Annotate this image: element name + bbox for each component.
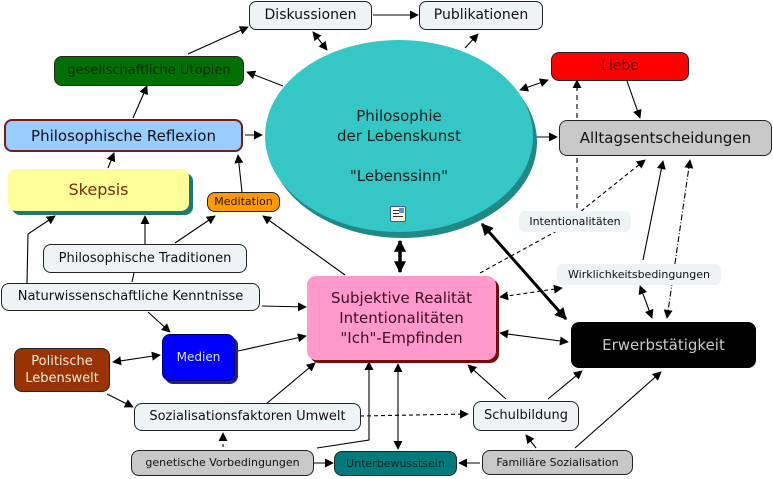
- central-line-3: [265, 146, 533, 166]
- node-publikationen-label: Publikationen: [433, 7, 529, 24]
- node-natur[interactable]: Naturwissenschaftliche Kenntnisse: [1, 283, 260, 311]
- node-genetik-label: genetische Vorbedingungen: [145, 456, 300, 470]
- node-sozial-label: Sozialisationsfaktoren Umwelt: [149, 409, 346, 425]
- edge-liebe-alltag: [626, 80, 642, 119]
- edge-alltag-erwerb: [663, 159, 694, 319]
- edge-schule-subjektiv: [467, 364, 507, 400]
- edge-meditation-reflexion: [234, 154, 244, 193]
- node-traditionen[interactable]: Philosophische Traditionen: [43, 244, 247, 273]
- node-familie-label: Familiäre Sozialisation: [496, 455, 619, 469]
- central-node-body: [265, 40, 533, 232]
- node-meditation-label: Meditation: [214, 195, 273, 209]
- edge-schule-erwerb: [547, 370, 583, 400]
- node-subjektiv-line-2: Intentionalitäten: [339, 309, 464, 327]
- edge-diskussionen-central: [312, 31, 328, 51]
- node-medien-label: Medien: [176, 350, 221, 365]
- node-subjektiv-line-3: "Ich"-Empfinden: [340, 329, 463, 347]
- edge-genetik-subjektiv: [316, 361, 374, 449]
- central-node-text: Philosophie der Lebenskunst "Lebenssinn": [265, 106, 533, 186]
- node-reflexion[interactable]: Philosophische Reflexion: [4, 119, 243, 152]
- node-politik-line-1: Politische: [31, 354, 93, 369]
- document-image-icon[interactable]: [390, 206, 406, 222]
- node-meditation[interactable]: Meditation: [207, 192, 280, 212]
- node-liebe-label: Liebe: [601, 58, 639, 75]
- node-alltag-label: Alltagsentscheidungen: [579, 129, 752, 147]
- node-alltag[interactable]: Alltagsentscheidungen: [559, 120, 772, 156]
- edge-central-erwerb: [480, 223, 568, 320]
- edge-politik-sozial: [106, 393, 134, 408]
- node-skepsis[interactable]: Skepsis: [8, 169, 189, 211]
- edge-central-utopien: [246, 70, 284, 87]
- node-unterbewusstsein[interactable]: Unterbewusstsein: [334, 451, 457, 476]
- link-label-wirklichkeit-text: Wirklichkeitsbedingungen: [568, 268, 710, 281]
- edge-familie-erwerb: [574, 371, 662, 449]
- node-familiaere-sozialisation[interactable]: Familiäre Sozialisation: [482, 450, 633, 475]
- node-natur-label: Naturwissenschaftliche Kenntnisse: [17, 289, 244, 305]
- edge-natur-subjektiv: [261, 302, 307, 312]
- link-label-intentionalitaeten-text: Intentionalitäten: [529, 215, 621, 228]
- node-subjektive-realitaet[interactable]: Subjektive Realität Intentionalitäten "I…: [307, 276, 496, 360]
- edge-sozial-schule: [359, 409, 469, 419]
- node-liebe[interactable]: Liebe: [551, 52, 689, 81]
- node-utopien-label: gesellschaftliche Utopien: [67, 63, 231, 79]
- link-label-intentionalitaeten: Intentionalitäten: [519, 211, 631, 232]
- edge-traditionen-meditation: [174, 215, 216, 244]
- node-utopien[interactable]: gesellschaftliche Utopien: [54, 56, 244, 86]
- node-politik-line-2: Lebenswelt: [25, 371, 99, 386]
- node-politische-lebenswelt[interactable]: Politische Lebenswelt: [14, 348, 110, 392]
- edge-subjektiv-meditation: [262, 215, 346, 276]
- node-subjektiv-line-1: Subjektive Realität: [330, 289, 472, 307]
- link-label-wirklichkeitsbedingungen: Wirklichkeitsbedingungen: [557, 264, 721, 285]
- edge-utopien-diskussionen: [187, 26, 249, 55]
- node-sozialisationsfaktoren[interactable]: Sozialisationsfaktoren Umwelt: [134, 403, 361, 431]
- edge-natur-skepsis: [26, 215, 56, 284]
- node-erwerbstaetigkeit[interactable]: Erwerbstätigkeit: [571, 322, 756, 368]
- edge-central-publikationen: [464, 33, 479, 49]
- node-erwerb-label: Erwerbstätigkeit: [602, 336, 725, 354]
- central-line-1: Philosophie: [356, 107, 442, 125]
- node-publikationen[interactable]: Publikationen: [419, 1, 543, 30]
- node-schule-label: Schulbildung: [484, 408, 568, 424]
- node-genetische-vorbedingungen[interactable]: genetische Vorbedingungen: [131, 450, 314, 476]
- edge-central-liebe: [519, 78, 549, 92]
- node-traditionen-label: Philosophische Traditionen: [58, 250, 232, 266]
- node-reflexion-label: Philosophische Reflexion: [31, 126, 216, 145]
- node-schulbildung[interactable]: Schulbildung: [473, 401, 579, 431]
- edge-alltag-wirklichkeit: [642, 160, 666, 261]
- edge-wirklichkeit-subjektiv: [499, 284, 563, 301]
- edge-sozial-subjektiv: [265, 362, 316, 405]
- edge-skepsis-reflexion: [106, 152, 116, 169]
- node-diskussionen-label: Diskussionen: [264, 7, 357, 24]
- edge-politik-medien: [112, 351, 161, 366]
- edge-wirklichkeit-erwerb: [638, 285, 654, 319]
- node-medien[interactable]: Medien: [162, 334, 235, 381]
- central-line-2: der Lebenskunst: [336, 127, 461, 145]
- node-skepsis-label: Skepsis: [68, 180, 129, 200]
- edge-natur-medien: [147, 311, 171, 333]
- edge-reflexion-utopien: [132, 85, 148, 119]
- central-node-philosophie[interactable]: Philosophie der Lebenskunst "Lebenssinn": [265, 40, 537, 238]
- edge-familie-schule: [525, 434, 537, 449]
- node-unterbewusst-label: Unterbewusstsein: [346, 456, 445, 470]
- edge-medien-subjektiv: [237, 333, 307, 352]
- edge-subjektiv-erwerb: [499, 329, 569, 346]
- edge-traditionen-natur: [131, 272, 135, 283]
- node-diskussionen[interactable]: Diskussionen: [249, 1, 372, 30]
- central-line-4: "Lebenssinn": [349, 167, 449, 185]
